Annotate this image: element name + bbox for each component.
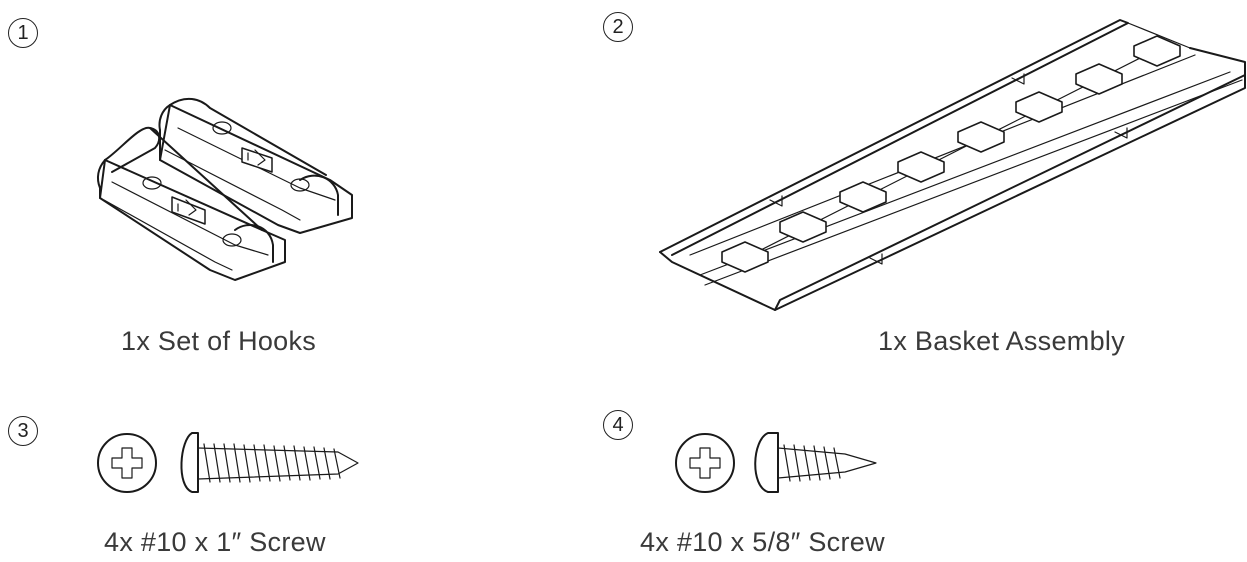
part-label: 4x #10 x 1″ Screw: [104, 527, 326, 557]
part-label: 1x Set of Hooks: [121, 326, 317, 356]
part-number-badge: 4: [603, 410, 633, 440]
part-number-badge: 1: [8, 18, 38, 48]
part-number-badge: 3: [8, 416, 38, 446]
part-label: 4x #10 x 5/8″ Screw: [640, 527, 885, 557]
part-label: 1x Basket Assembly: [878, 326, 1126, 356]
part-number-badge: 2: [603, 12, 633, 42]
